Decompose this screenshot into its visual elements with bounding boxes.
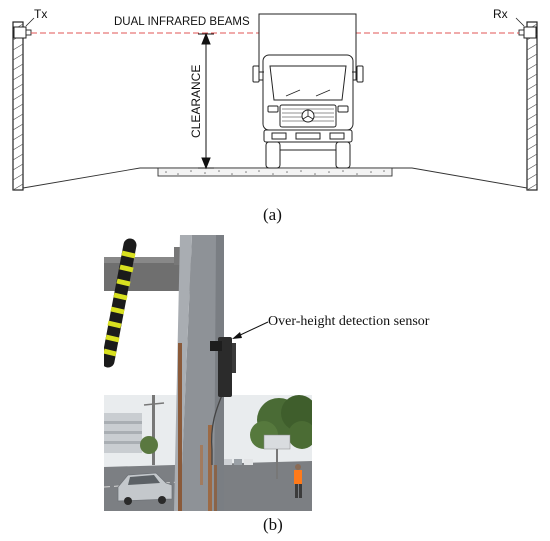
caption-a: (a) xyxy=(263,205,282,224)
rx-label: Rx xyxy=(493,7,508,21)
striped-warning-bar xyxy=(104,238,137,368)
sensor-photo xyxy=(104,235,312,511)
caption-b: (b) xyxy=(263,515,283,534)
sensor-label: Over-height detection sensor xyxy=(268,314,430,329)
schematic-diagram: Tx Rx DUAL INFRARED BEAMS CLEARANCE xyxy=(12,7,538,191)
pavement-slab xyxy=(157,167,393,177)
right-post xyxy=(526,21,538,191)
over-height-sensor-unit xyxy=(210,337,236,397)
clearance-label: CLEARANCE xyxy=(189,65,203,138)
beams-label: DUAL INFRARED BEAMS xyxy=(114,16,250,28)
utility-pole xyxy=(152,395,155,465)
rust-streaks xyxy=(178,343,217,511)
left-post xyxy=(12,21,24,191)
road-sign xyxy=(263,434,291,450)
transmitter-sensor xyxy=(13,17,35,39)
sensor-pointer-arrow xyxy=(232,321,269,339)
worker xyxy=(294,464,302,498)
receiver-sensor xyxy=(515,17,537,39)
silver-car xyxy=(117,472,173,505)
clearance-arrow xyxy=(198,32,214,170)
truck-illustration xyxy=(252,13,364,169)
tx-label: Tx xyxy=(34,7,47,21)
sensor-cable xyxy=(210,394,223,465)
